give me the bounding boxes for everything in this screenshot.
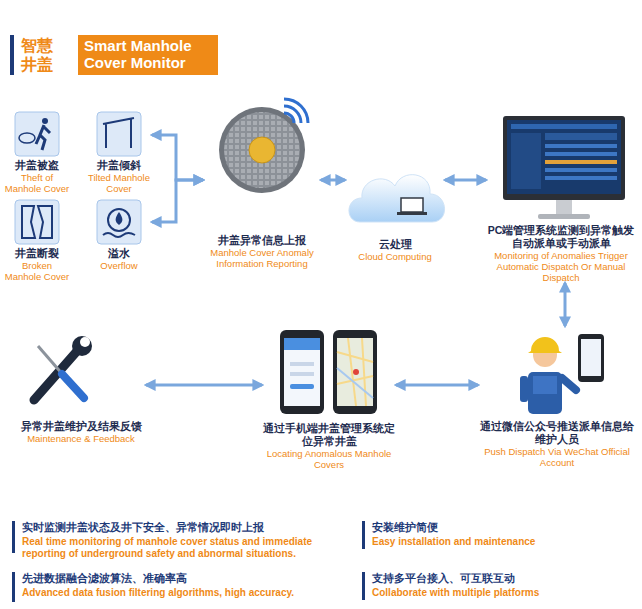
node-subtitle: Overflow (86, 260, 152, 271)
process-node: 通过微信公众号推送派单信息给维护人员Push Dispatch Via WeCh… (478, 326, 636, 468)
process-node: 溢水Overflow (86, 198, 152, 271)
process-node: PC端管理系统监测到异常触发自动派单或手动派单Monitoring of Ano… (486, 112, 636, 283)
title-text: Smart Manhole Cover Monitor (84, 37, 212, 71)
feature-text: 先进数据融合滤波算法、准确率高 (22, 572, 347, 585)
node-heading: 井盖被盗 (4, 159, 70, 172)
feature-text: 实时监测井盖状态及井下安全、异常情况即时上报 (22, 521, 347, 534)
title-bar (10, 35, 14, 75)
process-node: 井盖被盗Theft of Manhole Cover (4, 110, 70, 194)
process-node: 云处理Cloud Computing (345, 160, 445, 262)
node-subtitle: Monitoring of Anomalies Trigger Automati… (486, 250, 636, 283)
pc-monitor (503, 116, 625, 219)
node-subtitle: Push Dispatch Via WeChat Official Accoun… (478, 446, 636, 468)
node-subtitle: Theft of Manhole Cover (4, 172, 70, 194)
node-heading: 井盖断裂 (4, 247, 70, 260)
double-arrow (396, 384, 478, 387)
double-arrow (564, 283, 567, 326)
tools-icon (34, 336, 92, 400)
node-subtitle: Manhole Cover Anomaly Information Report… (203, 247, 321, 269)
manhole-cover (219, 99, 308, 193)
process-node: 井盖倾斜Tilted Manhole Cover (86, 110, 152, 194)
double-arrow (152, 135, 203, 180)
node-heading: 井盖异常信息上报 (203, 234, 321, 247)
node-heading: 云处理 (345, 238, 445, 251)
feature-bars (12, 521, 365, 602)
process-node: 井盖断裂Broken Manhole Cover (4, 198, 70, 282)
node-heading: 通过微信公众号推送派单信息给维护人员 (478, 420, 636, 446)
node-subtitle: Broken Manhole Cover (4, 260, 70, 282)
double-arrow (445, 179, 486, 182)
node-heading: PC端管理系统监测到异常触发自动派单或手动派单 (486, 224, 636, 250)
double-arrow (152, 180, 203, 222)
feature-text: Advanced data fusion filtering algorithm… (22, 587, 347, 599)
node-subtitle: Cloud Computing (345, 251, 445, 262)
process-node: 通过手机端井盖管理系统定位异常井盖Locating Anomalous Manh… (262, 326, 396, 470)
process-node: 异常井盖维护及结果反馈Maintenance & Feedback (16, 330, 146, 444)
cloud-icon (349, 175, 445, 222)
double-arrow (321, 179, 345, 182)
feature-text: Easy installation and maintenance (372, 536, 634, 548)
double-arrow (146, 384, 262, 387)
feature-text: Collaborate with multiple platforms (372, 587, 634, 599)
node-heading: 异常井盖维护及结果反馈 (16, 420, 146, 433)
worker-figure (520, 334, 604, 414)
node-heading: 溢水 (86, 247, 152, 260)
phones (280, 330, 377, 414)
feature-text: 支持多平台接入、可互联互动 (372, 572, 634, 585)
node-heading: 通过手机端井盖管理系统定位异常井盖 (262, 422, 396, 448)
feature-text: Real time monitoring of manhole cover st… (22, 536, 347, 560)
node-heading: 井盖倾斜 (86, 159, 152, 172)
feature-text: 安装维护简便 (372, 521, 634, 534)
brand-text: 智慧井盖 (21, 36, 56, 74)
node-subtitle: Tilted Manhole Cover (86, 172, 152, 194)
node-subtitle: Maintenance & Feedback (16, 433, 146, 444)
title-band (78, 35, 218, 75)
process-node: 井盖异常信息上报Manhole Cover Anomaly Informatio… (203, 100, 321, 269)
node-subtitle: Locating Anomalous Manhole Covers (262, 448, 396, 470)
